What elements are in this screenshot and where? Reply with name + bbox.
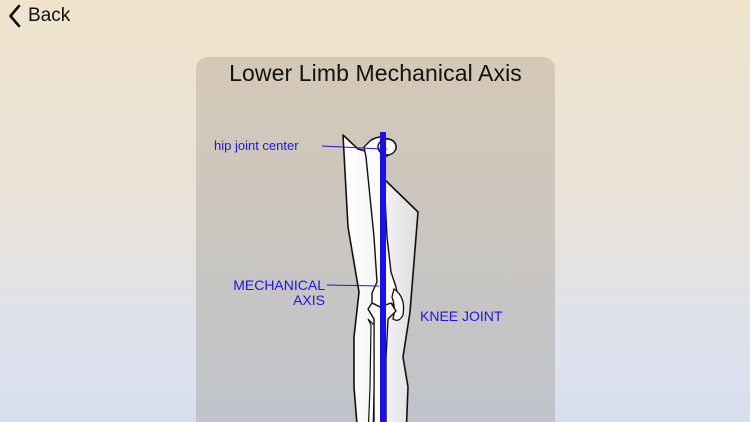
diagram-card: Lower Limb Mechanical Axis hip joint cen…: [196, 57, 555, 422]
axis-leader-line: [326, 284, 380, 287]
label-hip-joint-center: hip joint center: [214, 138, 299, 153]
chevron-left-icon: [9, 4, 21, 28]
page-title: Lower Limb Mechanical Axis: [229, 60, 522, 86]
label-mechanical-axis-line1: MECHANICAL: [233, 277, 325, 293]
label-knee-joint: KNEE JOINT: [420, 308, 503, 324]
fibula: [367, 318, 375, 422]
hip-leader-line: [321, 145, 383, 150]
back-button[interactable]: Back: [8, 2, 70, 30]
leg-diagram: [321, 132, 419, 422]
back-label: Back: [28, 5, 71, 26]
label-mechanical-axis-line2: AXIS: [293, 292, 325, 308]
label-mechanical-axis: MECHANICAL AXIS: [202, 278, 325, 308]
hip-joint-center-marker: [379, 145, 387, 153]
